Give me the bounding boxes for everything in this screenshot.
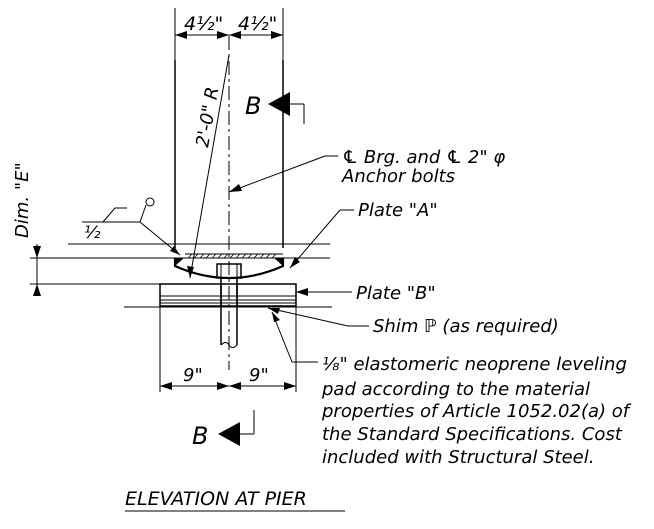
plate-a-label: Plate "A" xyxy=(358,200,438,221)
top-left-dim: 4½" xyxy=(184,13,223,35)
bearing-body xyxy=(174,60,284,248)
bearing-note-line2: Anchor bolts xyxy=(341,166,455,187)
section-label-bottom: B xyxy=(192,422,208,450)
plate-b xyxy=(159,283,297,307)
shim-note: Shim ℙ (as required) xyxy=(267,307,559,337)
top-dimension: 4½" 4½" xyxy=(174,8,284,60)
pad-note-line5: included with Structural Steel. xyxy=(322,447,594,468)
bottom-dimension: 9" 9" xyxy=(159,307,297,392)
section-marker-bottom: B xyxy=(192,410,255,450)
neoprene-pad-note: ⅛" elastomeric neoprene leveling pad acc… xyxy=(271,311,632,468)
plate-b-label: Plate "B" xyxy=(356,283,436,304)
pad-note-line3: properties of Article 1052.02(a) of xyxy=(321,401,632,422)
radius-label: 2'-0" R xyxy=(192,85,223,149)
drawing-title: ELEVATION AT PIER xyxy=(125,488,345,512)
bearing-note-line1: ℄ Brg. and ℄ 2" φ xyxy=(342,147,505,168)
anchor-bolt-note: ℄ Brg. and ℄ 2" φ Anchor bolts xyxy=(228,147,505,193)
plate-b-note: Plate "B" xyxy=(296,283,436,304)
girder-flange xyxy=(68,243,330,259)
pad-note-line4: the Standard Specifications. Cost xyxy=(322,424,623,445)
radius-leader: 2'-0" R xyxy=(187,54,230,279)
pad-note-line2: pad according to the material xyxy=(321,379,590,400)
shim-label: Shim ℙ (as required) xyxy=(373,316,559,337)
title-text: ELEVATION AT PIER xyxy=(125,488,307,510)
top-right-dim: 4½" xyxy=(238,13,277,35)
bottom-right-dim: 9" xyxy=(249,365,269,386)
section-label-top: B xyxy=(245,92,261,120)
plate-a-note: Plate "A" xyxy=(289,200,438,269)
bottom-left-dim: 9" xyxy=(183,365,203,386)
pad-note-line1: ⅛" elastomeric neoprene leveling xyxy=(322,354,627,375)
dim-e-label: Dim. "E" xyxy=(12,162,33,238)
weld-size: ½ xyxy=(84,223,101,243)
section-marker-top: B xyxy=(245,92,305,124)
weld-symbol: ½ xyxy=(82,197,181,256)
